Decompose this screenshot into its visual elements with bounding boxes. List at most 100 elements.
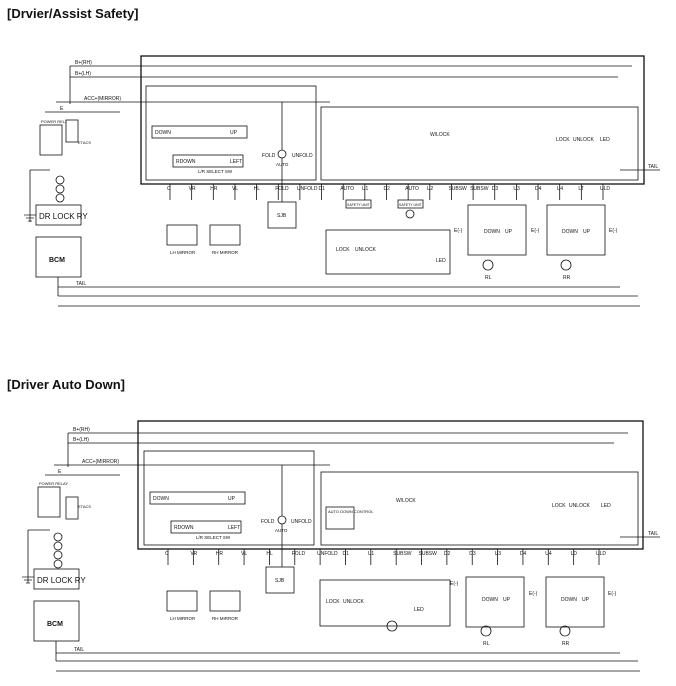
pin-label: C bbox=[165, 551, 169, 557]
rl-motor-icon bbox=[480, 625, 492, 637]
pin-label: VR bbox=[190, 551, 197, 557]
up-label: UP bbox=[228, 496, 236, 502]
safety-unit-2-label: SAFETY UNIT bbox=[399, 203, 423, 207]
rh-mirror-label: RH MIRROR bbox=[212, 250, 239, 255]
bcm-module bbox=[33, 600, 80, 642]
rr-up-label: UP bbox=[582, 597, 590, 603]
bcm-module bbox=[35, 236, 82, 278]
e-minus-rl-label: E(-) bbox=[531, 228, 540, 234]
tail-label: TAIL bbox=[76, 281, 86, 287]
lock-label-lower: LOCK bbox=[336, 247, 350, 253]
pin-label: SUBSW bbox=[419, 551, 438, 557]
rr-switch-block bbox=[545, 576, 605, 628]
rl-up-label: UP bbox=[505, 229, 513, 235]
fuse-icon bbox=[55, 175, 65, 185]
switch-wires bbox=[167, 549, 600, 565]
window-switch-box bbox=[320, 106, 639, 181]
rl-label: RL bbox=[485, 275, 492, 281]
bcm-label: BCM bbox=[47, 621, 63, 628]
unlock-label-lower: UNLOCK bbox=[343, 599, 365, 605]
power-window-switch-box bbox=[140, 55, 645, 185]
pin-label: C bbox=[167, 186, 171, 192]
fuse-icon bbox=[55, 193, 65, 203]
bplus-lh-label: B+(LH) bbox=[75, 71, 91, 77]
section-title-auto-down: [Driver Auto Down] bbox=[7, 377, 125, 392]
tail-label-right: TAIL bbox=[648, 531, 658, 537]
led-label: LED bbox=[601, 503, 611, 509]
rh-mirror bbox=[209, 224, 241, 246]
rl-motor-icon bbox=[482, 259, 494, 271]
lock-label-lower: LOCK bbox=[326, 599, 340, 605]
front-motor-icon bbox=[386, 620, 398, 632]
led-label-lower: LED bbox=[414, 607, 424, 613]
rl-switch-block bbox=[467, 204, 527, 256]
rr-down-label: DOWN bbox=[561, 597, 577, 603]
pin-label: UNFOLD bbox=[317, 551, 338, 557]
fuse-icon bbox=[55, 184, 65, 194]
fuse-icon bbox=[53, 532, 63, 542]
rr-down-label: DOWN bbox=[562, 229, 578, 235]
mirror-switch-box bbox=[145, 85, 317, 181]
acc-mirror-label: ACC+(MIRROR) bbox=[82, 459, 119, 465]
lock-actuator-block bbox=[319, 579, 451, 627]
down-label: DOWN bbox=[155, 130, 171, 136]
safety-unit-2 bbox=[397, 199, 424, 209]
wlock-label: W/LOCK bbox=[430, 132, 450, 138]
e-minus-lock-label: E(-) bbox=[454, 228, 463, 234]
fold-label: FOLD bbox=[262, 153, 276, 159]
lock-label: LOCK bbox=[556, 137, 570, 143]
rr-switch-block bbox=[546, 204, 606, 256]
wiring-diagram-auto-down: B+(RH) B+(LH) ACC+(MIRROR) E POWER RELAY… bbox=[22, 420, 660, 672]
sjb-label: SJB bbox=[275, 578, 285, 584]
switch-wires bbox=[169, 184, 604, 200]
power-relay bbox=[39, 124, 63, 156]
left-label: LEFT bbox=[228, 525, 240, 531]
safety-unit-1-label: SAFETY UNIT bbox=[347, 203, 371, 207]
etacs-label: ETACS bbox=[78, 504, 91, 509]
rl-switch-block bbox=[465, 576, 525, 628]
etacs-unit bbox=[65, 119, 79, 143]
sjb-label: SJB bbox=[277, 213, 287, 219]
sjb-box bbox=[267, 201, 297, 229]
pin-label: SUBSW bbox=[448, 186, 467, 192]
fold-switch bbox=[277, 515, 287, 525]
auto-down-control-label: AUTO DOWN CONTROL bbox=[328, 509, 374, 514]
bplus-rh-label: B+(RH) bbox=[73, 427, 90, 433]
pin-label: AUTO bbox=[340, 186, 354, 192]
rl-label: RL bbox=[483, 641, 490, 647]
bplus-rh-label: B+(RH) bbox=[75, 60, 92, 66]
tail-label-right: TAIL bbox=[648, 164, 658, 170]
fold-label: FOLD bbox=[261, 519, 275, 525]
pin-label: SUBSW bbox=[470, 186, 489, 192]
pin-label: HR bbox=[216, 551, 224, 557]
down-up-switch bbox=[149, 491, 246, 505]
pin-label: ULD bbox=[596, 551, 606, 557]
rh-mirror bbox=[209, 590, 241, 612]
unlock-label: UNLOCK bbox=[573, 137, 595, 143]
pin-label: HR bbox=[210, 186, 218, 192]
e-minus-lock-label: E(-) bbox=[450, 581, 459, 587]
unfold-label: UNFOLD bbox=[292, 153, 313, 159]
auto-label: AUTO bbox=[276, 162, 289, 167]
rdown-label: RDOWN bbox=[176, 159, 196, 165]
e-minus-rr-label: E(-) bbox=[608, 591, 617, 597]
e-label: E bbox=[58, 469, 62, 475]
led-label: LED bbox=[600, 137, 610, 143]
rh-mirror-label: RH MIRROR bbox=[212, 616, 239, 621]
window-switch-box bbox=[320, 471, 639, 546]
rr-label: RR bbox=[563, 275, 571, 281]
fuse-icon bbox=[53, 541, 63, 551]
lh-mirror bbox=[166, 590, 198, 612]
tail-label: TAIL bbox=[74, 647, 84, 653]
acc-mirror-label: ACC+(MIRROR) bbox=[84, 96, 121, 102]
fuse-icon bbox=[53, 550, 63, 560]
power-relay-label: POWER RELAY bbox=[39, 481, 68, 486]
pin-label: VR bbox=[189, 186, 196, 192]
left-label: LEFT bbox=[230, 159, 242, 165]
sjb-box bbox=[265, 566, 295, 594]
lr-select-label: L/R SELECT SW bbox=[198, 169, 233, 174]
power-window-switch-box bbox=[137, 420, 644, 550]
down-label: DOWN bbox=[153, 496, 169, 502]
rdown-label: RDOWN bbox=[174, 525, 194, 531]
